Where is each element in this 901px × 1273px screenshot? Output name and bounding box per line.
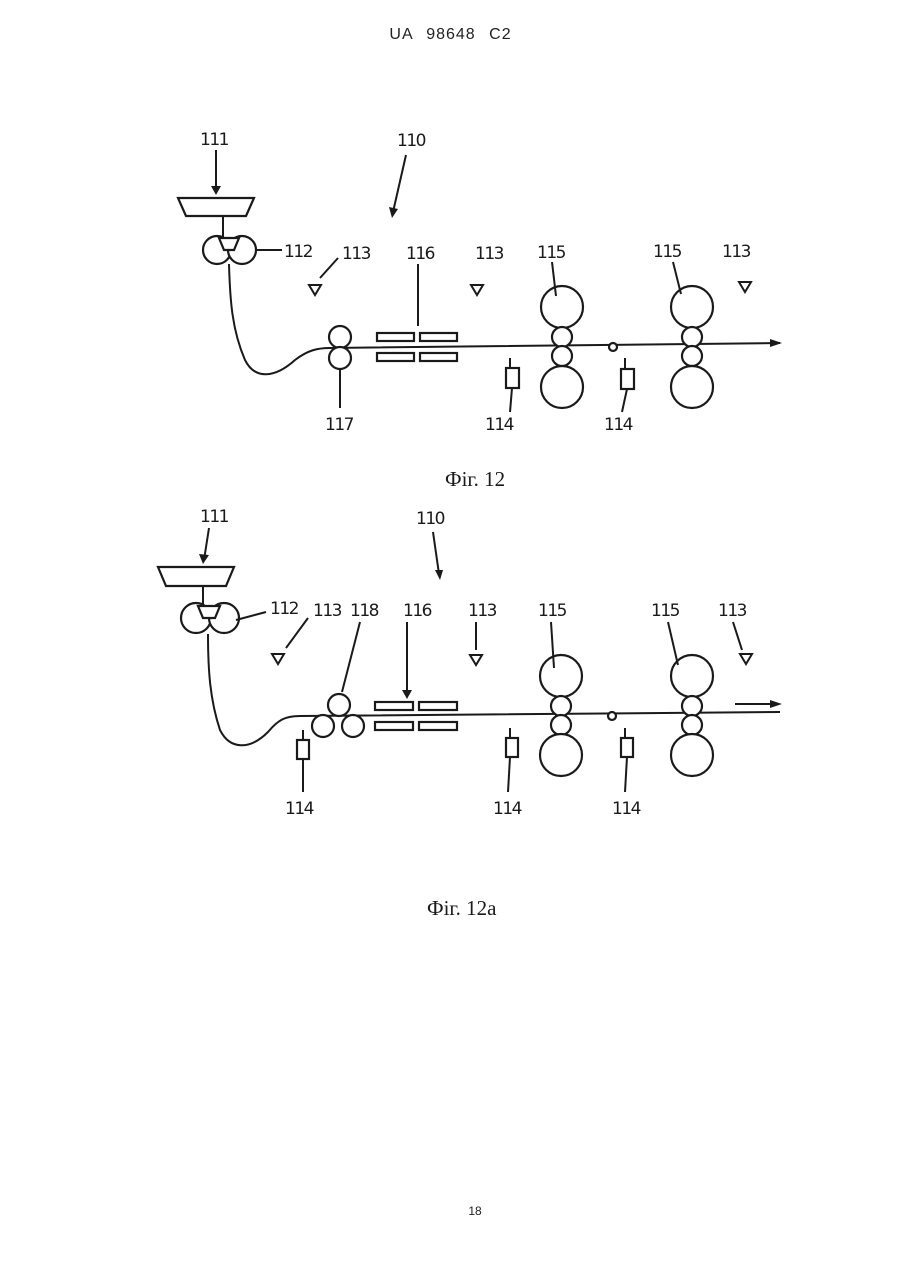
figure-12-diagram: 111 112 110 113 113 113 117 116 114 114 … <box>0 0 901 500</box>
label-115-first: 115 <box>537 243 566 263</box>
label-117: 117 <box>325 415 354 435</box>
backup-roll-top-1 <box>541 286 583 328</box>
pinch-roll-top <box>329 326 351 348</box>
label-114-second: 114 <box>493 799 522 819</box>
label-113-first: 113 <box>313 601 342 621</box>
sensor-114-third <box>621 738 633 757</box>
label-115-first: 115 <box>538 601 567 621</box>
label-116: 116 <box>403 601 432 621</box>
page-number: 18 <box>0 1204 901 1218</box>
triangle-113-second <box>470 655 482 665</box>
triangle-113-first <box>272 654 284 664</box>
work-roll-bottom-2 <box>682 715 702 735</box>
sensor-114-second <box>506 738 518 757</box>
label-113-first: 113 <box>342 244 371 264</box>
triangle-113-third <box>739 282 751 292</box>
roller-small <box>608 712 616 720</box>
sensor-114-first <box>506 368 519 388</box>
roller-small <box>609 343 617 351</box>
label-118: 118 <box>350 601 379 621</box>
label-113-second: 113 <box>468 601 497 621</box>
work-roll-bottom-2 <box>682 346 702 366</box>
label-110: 110 <box>416 509 445 529</box>
work-roll-top-2 <box>682 696 702 716</box>
backup-roll-bottom-2 <box>671 734 713 776</box>
work-roll-top-1 <box>552 327 572 347</box>
figure-12a-diagram: 111 112 110 113 113 113 118 116 114 114 … <box>0 500 901 940</box>
label-114-first: 114 <box>485 415 514 435</box>
triangle-113-first <box>309 285 321 295</box>
figure-12a-caption: Фіг. 12a <box>427 896 497 920</box>
backup-roll-bottom-2 <box>671 366 713 408</box>
deflector-roll-right <box>342 715 364 737</box>
label-114-first: 114 <box>285 799 314 819</box>
heater-bottom-left <box>377 353 414 361</box>
tundish-111 <box>158 567 234 586</box>
sensor-114-first <box>297 740 309 759</box>
work-roll-bottom-1 <box>551 715 571 735</box>
heater-bottom-right <box>420 353 457 361</box>
label-113-third: 113 <box>722 242 751 262</box>
backup-roll-top-2 <box>671 286 713 328</box>
label-114-third: 114 <box>612 799 641 819</box>
heater-top-right <box>419 702 457 710</box>
heater-top-left <box>377 333 414 341</box>
backup-roll-bottom-1 <box>541 366 583 408</box>
backup-roll-top-1 <box>540 655 582 697</box>
label-114-second: 114 <box>604 415 633 435</box>
figure-12-caption: Фіг. 12 <box>445 467 505 491</box>
label-113-second: 113 <box>475 244 504 264</box>
label-115-second: 115 <box>653 242 682 262</box>
label-112: 112 <box>284 242 313 262</box>
heater-top-left <box>375 702 413 710</box>
triangle-113-third <box>740 654 752 664</box>
label-111: 111 <box>200 130 229 150</box>
casting-nozzle <box>198 606 220 618</box>
sensor-114-second <box>621 369 634 389</box>
heater-bottom-right <box>419 722 457 730</box>
tundish-111 <box>178 198 254 216</box>
heater-bottom-left <box>375 722 413 730</box>
label-115-second: 115 <box>651 601 680 621</box>
triangle-113-second <box>471 285 483 295</box>
deflector-roll-top <box>328 694 350 716</box>
deflector-roll-left <box>312 715 334 737</box>
work-roll-top-2 <box>682 327 702 347</box>
label-116: 116 <box>406 244 435 264</box>
label-110: 110 <box>397 131 426 151</box>
heater-top-right <box>420 333 457 341</box>
label-113-third: 113 <box>718 601 747 621</box>
pinch-roll-bottom <box>329 347 351 369</box>
backup-roll-bottom-1 <box>540 734 582 776</box>
work-roll-top-1 <box>551 696 571 716</box>
label-111: 111 <box>200 507 229 527</box>
label-112: 112 <box>270 599 299 619</box>
work-roll-bottom-1 <box>552 346 572 366</box>
